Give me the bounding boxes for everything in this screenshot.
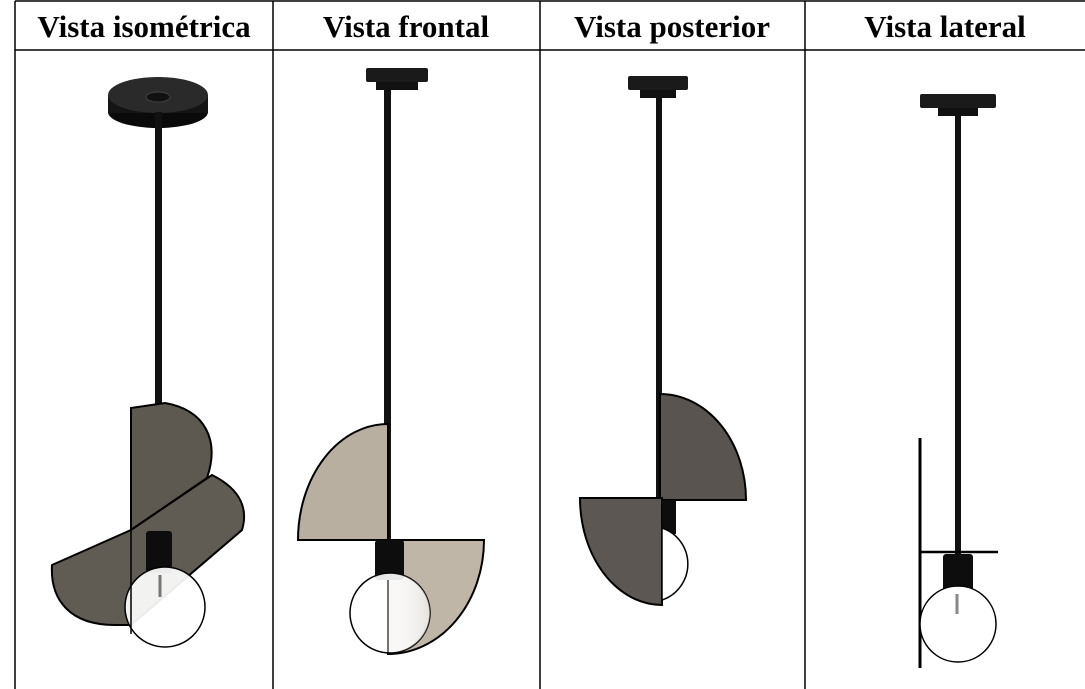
canopy-front [366,68,428,82]
socket-back [662,500,676,534]
lamp-front-render [296,68,486,656]
socket-side [943,554,973,594]
header-front-view: Vista frontal [323,9,490,44]
bulb-back [661,526,689,602]
canopy-isometric-fitting [145,91,171,103]
socket-front [375,540,404,580]
table-grid [14,0,1085,689]
canopy-side-base [938,108,978,116]
canopy-back-base [640,90,676,98]
bulb-side [919,585,997,663]
canopy-side [920,94,996,108]
rod-front [384,90,391,540]
header-side-view: Vista lateral [864,9,1026,44]
lamp-isometric-render [50,77,246,648]
lamp-back-render [578,76,748,607]
bulb-isometric [124,566,206,648]
canopy-front-base [376,82,418,90]
shade-lower-back [578,497,663,607]
socket-isometric [146,531,172,573]
shade-left-front [296,422,389,541]
rod-back [656,98,662,498]
canopy-back [628,76,688,90]
shade-upper-back [659,392,748,501]
bulb-front-shade-overlap [390,573,430,653]
header-back-view: Vista posterior [574,9,770,44]
rod-side [955,116,961,554]
rod-isometric [155,112,162,408]
lamp-side-render [918,94,998,668]
header-isometric-view: Vista isométrica [37,9,251,44]
